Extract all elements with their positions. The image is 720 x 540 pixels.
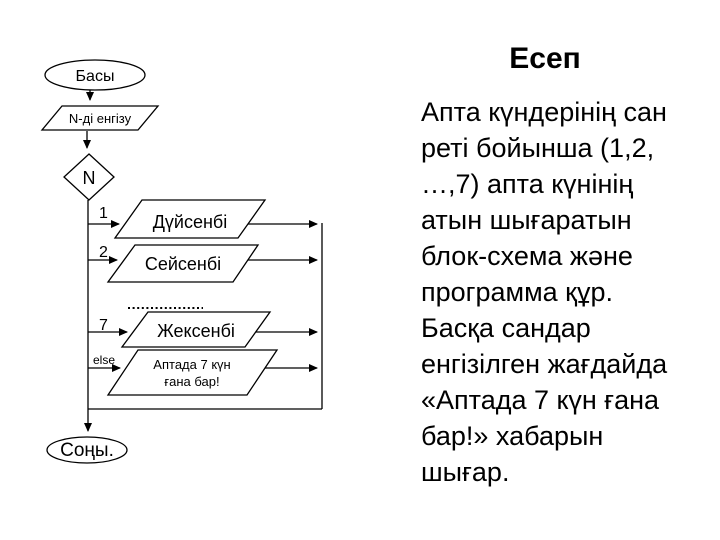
task-text-line: енгізілген жағдайда: [421, 349, 668, 379]
task-text-line: атын шығаратын: [421, 205, 632, 235]
task-text-line: шығар.: [421, 457, 510, 487]
output-block-tuesday: Сейсенбі: [106, 244, 260, 283]
decision-label: N: [83, 168, 96, 188]
flowchart-diagram: Басы N-ді енгізу N 1 2 7 else Дүйсенбі С…: [40, 59, 323, 464]
output-block-else-message: Аптада 7 күн ғана бар!: [106, 349, 279, 396]
end-terminator: Соңы.: [46, 436, 128, 464]
task-text-line: Апта күндерінің сан: [421, 97, 667, 127]
branch-label-1: 1: [99, 205, 108, 222]
monday-parallelogram-shape: [113, 199, 267, 239]
start-oval-shape: [44, 59, 146, 91]
decision-block: N: [63, 153, 115, 201]
branch-label-2: 2: [99, 244, 108, 261]
tuesday-label: Сейсенбі: [145, 254, 221, 274]
start-label: Басы: [76, 68, 115, 85]
task-text: Апта күндерінің сан реті бойынша (1,2, ……: [421, 94, 667, 490]
task-text-line: Басқа сандар: [421, 313, 591, 343]
task-text-line: …,7) апта күнінің: [421, 169, 634, 199]
monday-label: Дүйсенбі: [153, 212, 228, 232]
input-parallelogram-shape: [40, 105, 160, 131]
branch-label-else: else: [93, 353, 115, 367]
branch-label-7: 7: [99, 317, 108, 334]
output-block-monday: Дүйсенбі: [113, 199, 267, 239]
else-message-line2: ғана бар!: [164, 374, 219, 389]
sunday-label: Жексенбі: [157, 321, 235, 341]
task-text-line: программа құр.: [421, 277, 614, 307]
end-oval-shape: [46, 436, 128, 464]
task-text-line: реті бойынша (1,2,: [421, 133, 655, 163]
output-block-sunday: Жексенбі: [120, 311, 272, 348]
input-label: N-ді енгізу: [69, 111, 132, 126]
sunday-parallelogram-shape: [120, 311, 272, 348]
task-text-line: «Аптада 7 күн ғана: [421, 385, 660, 415]
end-label: Соңы.: [60, 440, 114, 461]
task-text-line: бар!» хабарын: [421, 421, 604, 451]
slide-title: Есеп: [509, 42, 581, 75]
else-parallelogram-shape: [106, 349, 279, 396]
else-message-line1: Аптада 7 күн: [153, 357, 230, 372]
decision-diamond-shape: [63, 153, 115, 201]
start-terminator: Басы: [44, 59, 146, 91]
task-text-line: блок-схема және: [421, 241, 633, 271]
input-block: N-ді енгізу: [40, 105, 160, 131]
tuesday-parallelogram-shape: [106, 244, 260, 283]
